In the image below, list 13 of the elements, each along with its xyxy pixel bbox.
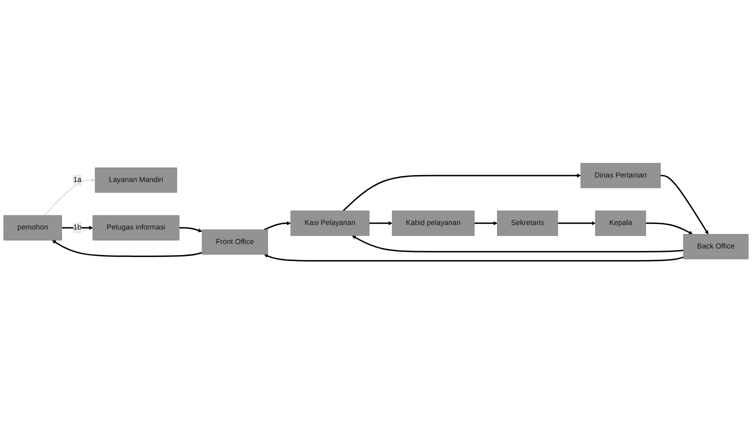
arrow: [44, 178, 96, 216]
arrow: [474, 221, 498, 226]
arrow: [369, 221, 392, 226]
arrow: [52, 240, 202, 257]
arrow: [179, 227, 202, 232]
arrow: [264, 254, 684, 262]
arrow: [264, 221, 291, 230]
arrow: [342, 174, 581, 212]
arrow: [352, 235, 684, 252]
arrow: [660, 174, 708, 234]
arrow: [62, 226, 94, 230]
arrow: [646, 222, 693, 234]
arrow: [558, 221, 596, 226]
